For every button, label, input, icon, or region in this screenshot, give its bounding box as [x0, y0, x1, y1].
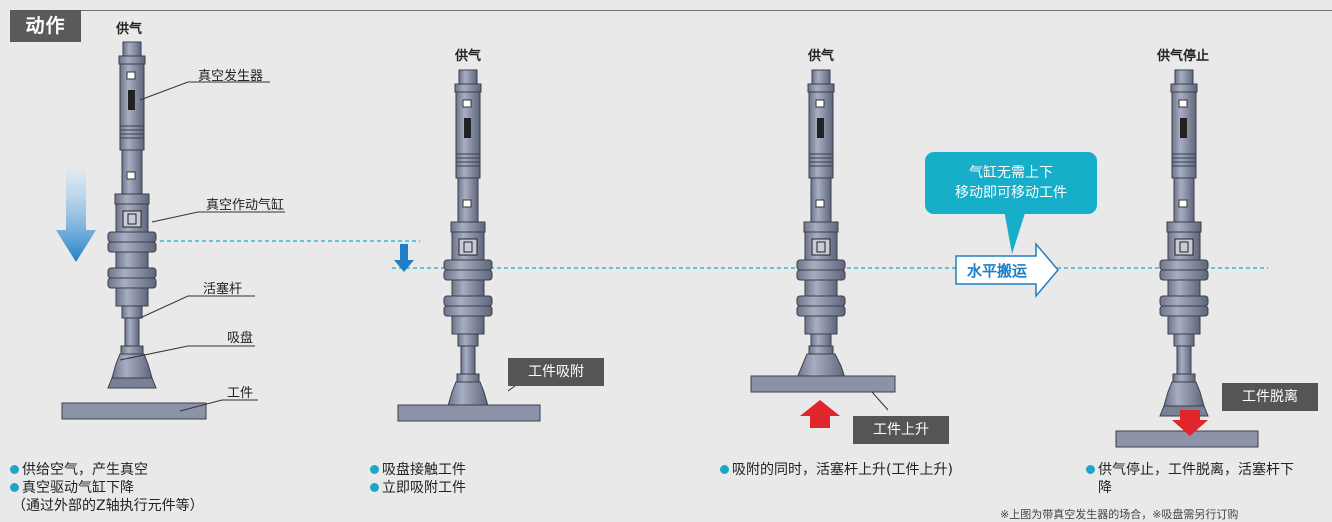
tag-workpiece-adsorb: 工件吸附 — [508, 358, 604, 386]
label-piston-rod: 活塞杆 — [203, 282, 243, 297]
arrow-up-red-icon — [800, 400, 840, 428]
stage2-device — [443, 69, 493, 417]
horizontal-move-label: 水平搬运 — [967, 262, 1028, 280]
leader-workpiece — [179, 399, 258, 412]
stage1-supply-label: 供气 — [116, 22, 143, 37]
section-title: 动作 — [10, 10, 81, 42]
label-vacuum-generator: 真空发生器 — [198, 69, 264, 84]
stage1-workpiece — [61, 402, 207, 420]
leader-generator — [139, 81, 270, 101]
label-vacuum-cylinder: 真空作动气缸 — [206, 198, 285, 213]
stage1-desc-note: （通过外部的Z轴执行元件等） — [12, 498, 204, 514]
leader-pad — [119, 345, 255, 361]
tag-workpiece-release: 工件脱离 — [1222, 383, 1318, 411]
leader-cylinder — [151, 211, 285, 223]
stage3-description: 吸附的同时，活塞杆上升(工件上升) — [720, 461, 960, 479]
callout-tail — [1004, 210, 1026, 254]
arrow-down-red-icon — [1172, 410, 1208, 436]
stage3-supply-label: 供气 — [808, 49, 835, 64]
bullet-icon — [370, 465, 379, 474]
stage2-workpiece — [397, 404, 541, 422]
stage4-supply-label: 供气停止 — [1157, 49, 1210, 64]
stage4-device — [1159, 69, 1209, 417]
stage2-description: 吸盘接触工件 立即吸附工件 — [370, 461, 590, 497]
leader-piston-rod — [139, 295, 255, 319]
bullet-icon — [10, 465, 19, 474]
arrow-down-large-icon — [56, 170, 96, 262]
footnote: ※上图为带真空发生器的场合，※吸盘需另行订购 — [1000, 508, 1239, 521]
stage1-device — [107, 41, 157, 389]
stage4-workpiece — [1115, 430, 1259, 448]
bullet-icon — [370, 483, 379, 492]
callout-line-2: 移动即可移动工件 — [955, 185, 1067, 201]
stage3-device — [792, 69, 850, 387]
stage1-description: 供给空气，产生真空 真空驱动气缸下降 （通过外部的Z轴执行元件等） — [10, 461, 270, 515]
callout-line-1: 气缸无需上下 — [969, 165, 1053, 181]
move-arrow-icon — [955, 241, 1059, 299]
tag-workpiece-rise: 工件上升 — [853, 416, 949, 444]
top-rule — [81, 10, 1332, 11]
stage3-workpiece — [750, 375, 896, 393]
callout-box: 气缸无需上下 移动即可移动工件 — [925, 152, 1097, 214]
bullet-icon — [10, 483, 19, 492]
label-suction-pad: 吸盘 — [227, 331, 254, 346]
bullet-icon — [720, 465, 729, 474]
stage2-supply-label: 供气 — [455, 49, 482, 64]
bullet-icon — [1086, 465, 1095, 474]
arrow-down-small-icon — [394, 244, 414, 272]
label-workpiece: 工件 — [227, 386, 254, 401]
stage4-description: 供气停止，工件脱离，活塞杆下降 — [1086, 461, 1296, 497]
